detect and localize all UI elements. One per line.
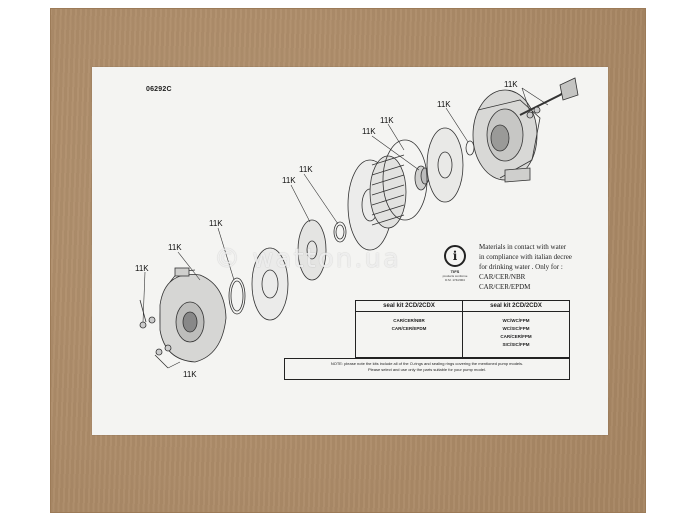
- materials-line: CAR/CER/NBR: [479, 273, 526, 281]
- seal-kit-right-column: seal kit 2CD/2CDX WC/WC/FPM WC/SIC/FPM C…: [463, 301, 569, 357]
- materials-line: Materials in contact with water: [479, 243, 567, 251]
- motor-flange: [472, 89, 541, 183]
- logo-brand: TIFS: [450, 269, 460, 274]
- part-label-11k: 11K: [437, 100, 451, 109]
- materials-line: in compliance with italian decree: [479, 253, 572, 261]
- part-label-11k: 11K: [135, 264, 149, 273]
- certification-logo: i TIFS products conforme D.M. 174/2004: [436, 243, 474, 289]
- seal-kit-item: WC/SIC/FPM: [502, 326, 530, 331]
- kit-note-line: NOTE: please note the kits include all o…: [330, 361, 524, 366]
- watermark: © watton.ua: [214, 244, 401, 274]
- pump-housing: [159, 267, 227, 363]
- part-label-11k: 11K: [504, 80, 518, 89]
- seal-kit-heading: seal kit 2CD/2CDX: [356, 301, 462, 312]
- materials-text: Materials in contact with water in compl…: [479, 242, 589, 292]
- info-i-icon: i: [444, 245, 466, 267]
- logo-line-1: products conforme: [442, 274, 468, 278]
- part-label-11k: 11K: [362, 127, 376, 136]
- part-label-11k: 11K: [380, 116, 394, 125]
- part-label-11k: 11K: [282, 176, 296, 185]
- logo-line-2: D.M. 174/2004: [445, 278, 465, 282]
- seal-rings: [228, 127, 475, 321]
- pump-shaft: [519, 77, 579, 119]
- seal-kit-item: SIC/SIC/FPM: [502, 342, 530, 347]
- seal-kit-item: CAR/CER/FPM: [500, 334, 532, 339]
- seal-kit-heading: seal kit 2CD/2CDX: [463, 301, 569, 312]
- materials-line: CAR/CER/EPDM: [479, 283, 531, 291]
- kit-note: NOTE: please note the kits include all o…: [284, 358, 570, 380]
- seal-kit-item: CAR/CER/NBR: [393, 318, 425, 323]
- seal-kit-left-column: seal kit 2CD/2CDX CAR/CER/NBR CAR/CER/EP…: [356, 301, 463, 357]
- seal-kit-table: seal kit 2CD/2CDX CAR/CER/NBR CAR/CER/EP…: [355, 300, 570, 358]
- leader-lines: [142, 87, 549, 369]
- seal-kit-item: CAR/CER/EPDM: [391, 326, 427, 331]
- part-label-11k: 11K: [299, 165, 313, 174]
- seal-kit-item: WC/WC/FPM: [502, 318, 530, 323]
- materials-line: for drinking water . Only for :: [479, 263, 563, 271]
- part-label-11k: 11K: [168, 243, 182, 252]
- part-label-11k: 11K: [209, 219, 223, 228]
- drawing-code: 06292C: [146, 86, 172, 93]
- part-label-11k: 11K: [183, 370, 197, 379]
- kit-note-line: Please select and use only the parts sui…: [367, 367, 487, 372]
